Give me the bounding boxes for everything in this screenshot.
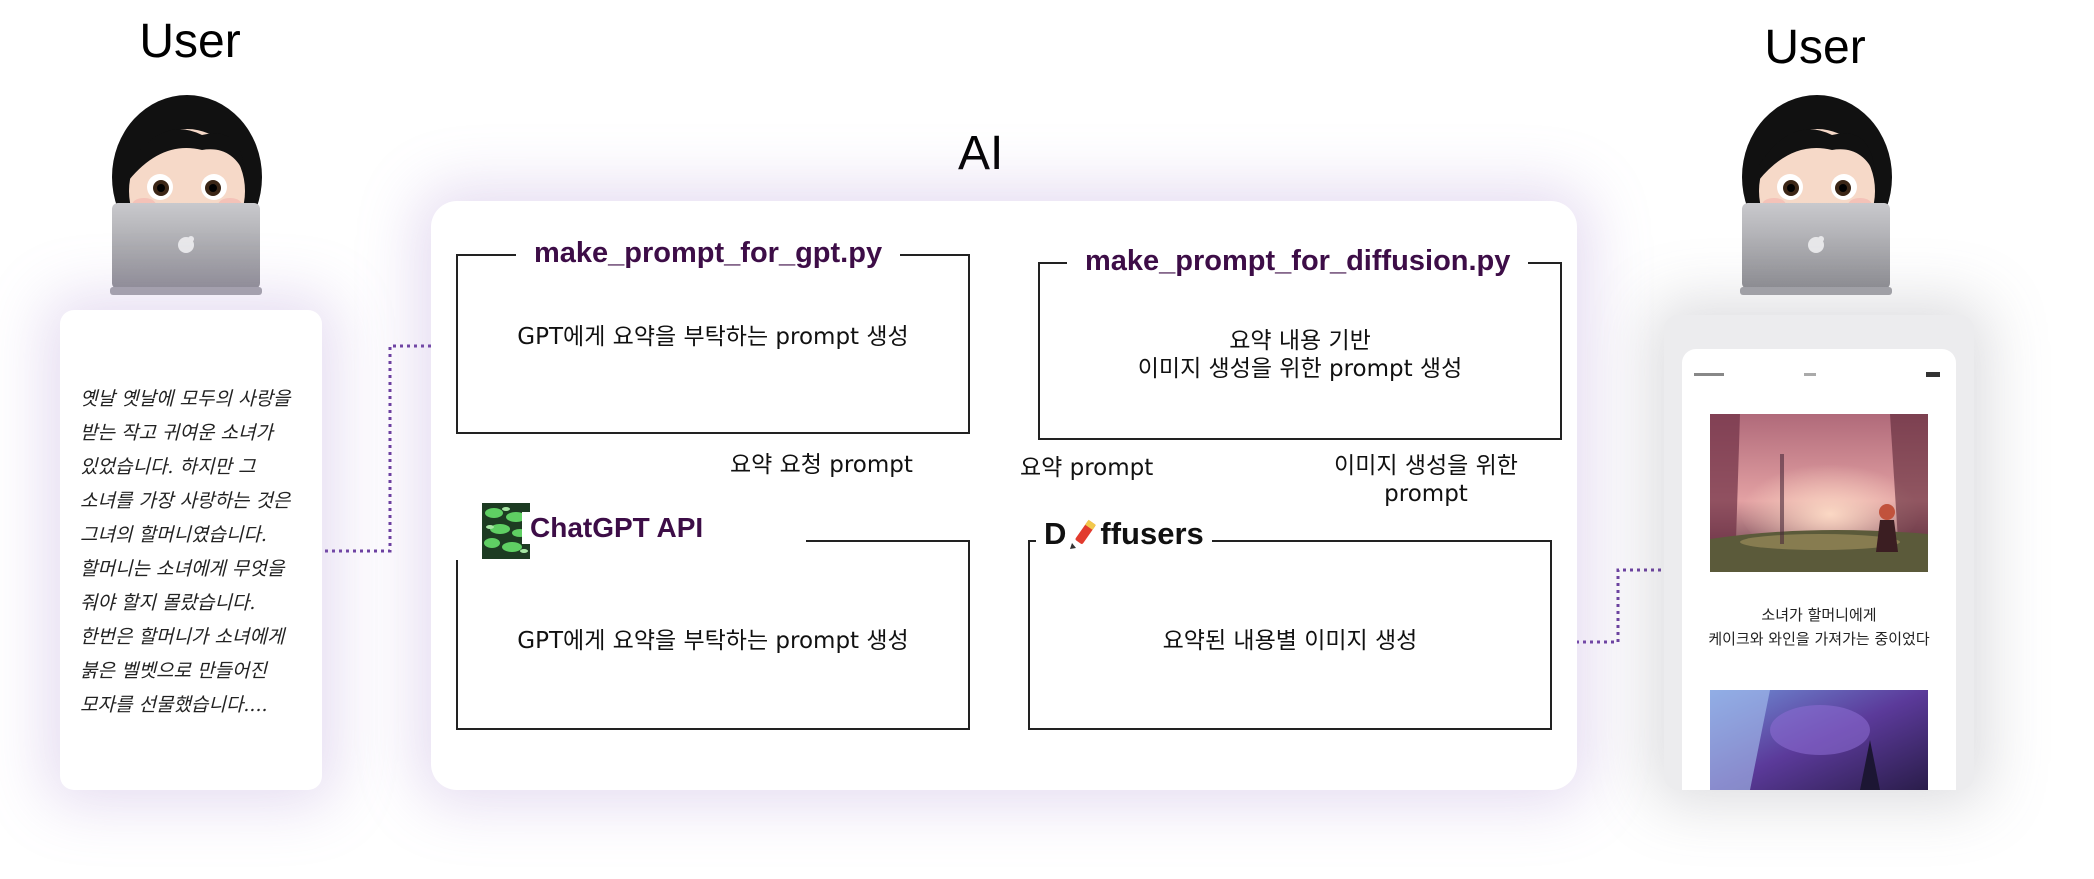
diffusers-description: 요약된 내용별 이미지 생성 [1162,628,1418,654]
generated-image-forest [1710,690,1928,790]
phone-status-bar [1694,363,1944,377]
gpt-script-title: make_prompt_for_gpt.py [516,237,901,270]
arrow-story-to-gpt-script [325,346,455,553]
right-laptop-icon [1740,203,1892,295]
diffusers-title: D ffusers [1036,516,1212,552]
diffusers-brush-icon [1067,517,1099,551]
edge-label-summary-request: 요약 요청 prompt [730,452,913,478]
phone-caption-line1: 소녀가 할머니에게 [1761,606,1877,624]
edge-label-image-prompt-line1: 이미지 생성을 위한 [1334,453,1518,479]
right-user-label: User [1764,21,1866,74]
phone-frame: 소녀가 할머니에게 케이크와 와인을 가져가는 중이었다 [1664,315,1974,790]
left-laptop-icon [110,203,262,295]
gpt-script-box: GPT에게 요약을 부탁하는 prompt 생성 [456,254,970,434]
generated-image-girl [1710,414,1928,572]
phone-screen: 소녀가 할머니에게 케이크와 와인을 가져가는 중이었다 [1682,349,1956,790]
diffusers-box: 요약된 내용별 이미지 생성 [1028,540,1552,730]
diffusers-title-prefix: D [1044,516,1067,551]
gpt-script-description: GPT에게 요약을 부탁하는 prompt 생성 [517,324,909,350]
edge-label-summary: 요약 prompt [1020,455,1154,481]
diffusers-title-suffix: ffusers [1100,516,1204,551]
left-user-label: User [139,15,241,68]
diffusion-script-title: make_prompt_for_diffusion.py [1067,245,1529,278]
chatgpt-api-title: ChatGPT API [522,512,712,544]
diffusion-script-box: 요약 내용 기반 이미지 생성을 위한 prompt 생성 [1038,262,1562,440]
arrow-diffusers-to-phone [1555,570,1680,644]
chatgpt-api-description: GPT에게 요약을 부탁하는 prompt 생성 [517,628,909,654]
diffusion-script-line1: 요약 내용 기반 [1229,328,1371,354]
ai-pipeline-container [431,201,1577,790]
diffusion-script-line2: 이미지 생성을 위한 prompt 생성 [1137,356,1463,382]
edge-label-image-prompt-line2: prompt [1384,481,1468,507]
story-text: 옛날 옛날에 모두의 사랑을 받는 작고 귀여운 소녀가 있었습니다. 하지만 … [80,388,291,716]
story-input-card: 옛날 옛날에 모두의 사랑을 받는 작고 귀여운 소녀가 있었습니다. 하지만 … [60,310,322,790]
phone-caption-line2: 케이크와 와인을 가져가는 중이었다 [1708,630,1930,648]
ai-label: AI [958,127,1004,180]
chatgpt-api-box: GPT에게 요약을 부탁하는 prompt 생성 [456,540,970,730]
